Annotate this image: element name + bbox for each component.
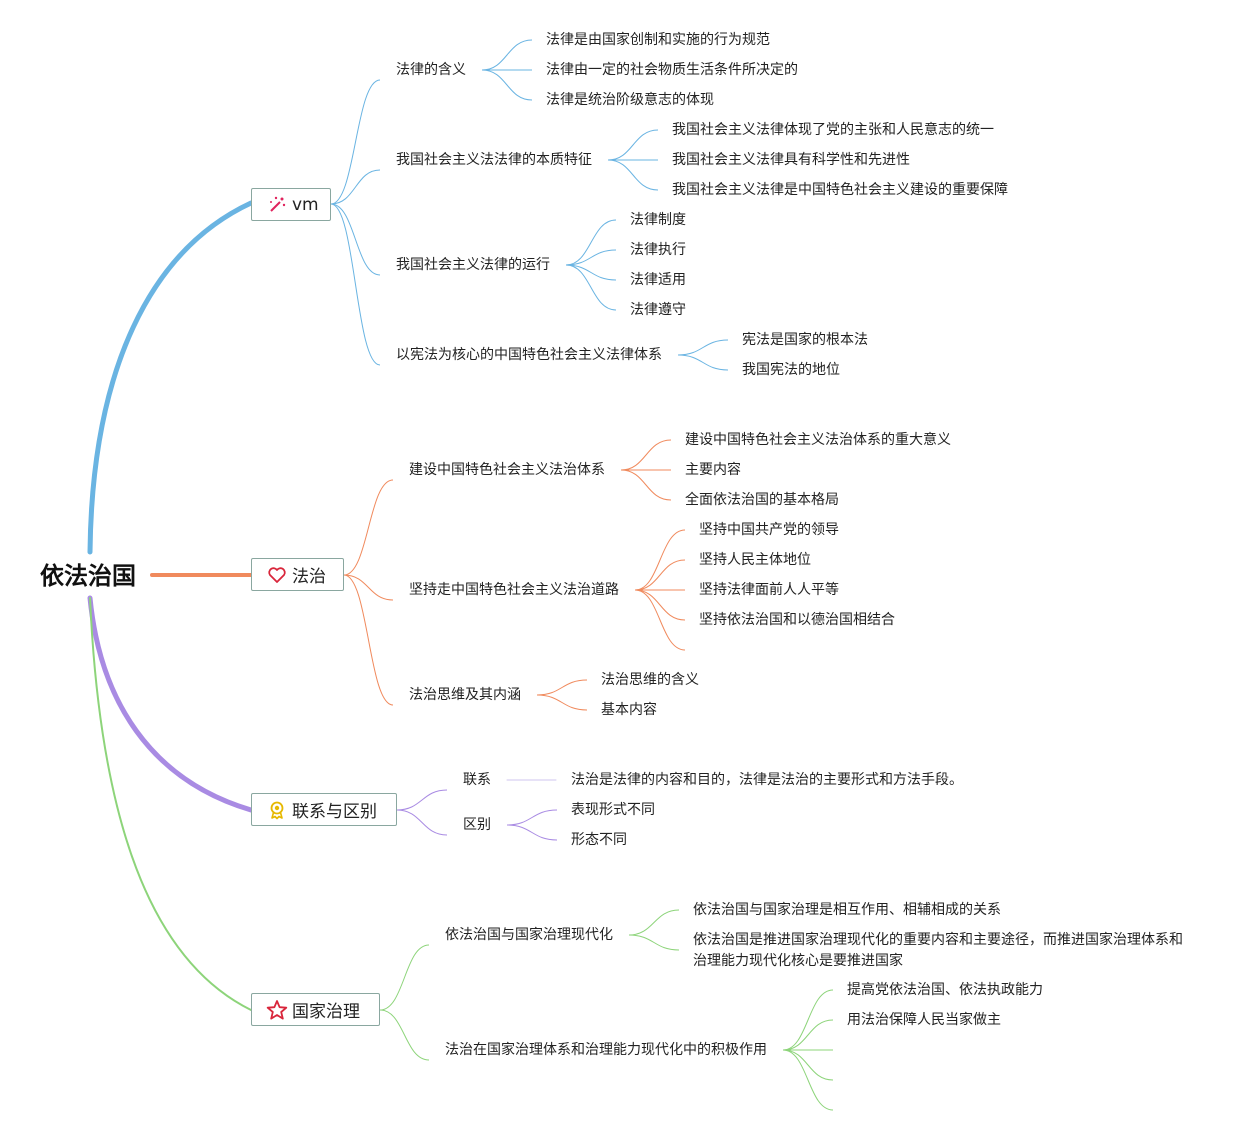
connector (607, 159, 659, 191)
topic-modernization[interactable]: 依法治国与国家治理现代化 (445, 927, 613, 943)
leaf[interactable]: 用法治保障人民当家做主 (847, 1012, 1001, 1028)
connector (782, 989, 834, 1051)
connector (607, 129, 659, 161)
connector (396, 809, 448, 836)
leaf[interactable]: 提高党依法治国、依法执政能力 (847, 982, 1043, 998)
trunk-line (87, 200, 254, 555)
leaf[interactable]: 我国宪法的地位 (742, 362, 840, 378)
branch-label: vm (292, 194, 319, 215)
branch-governance[interactable]: 国家治理 (251, 993, 380, 1026)
trunk-line (89, 597, 252, 1011)
topic-essence[interactable]: 我国社会主义法法律的本质特征 (396, 152, 592, 168)
leaf[interactable]: 依法治国与国家治理是相互作用、相辅相成的关系 (693, 902, 1001, 918)
topic-operation[interactable]: 我国社会主义法律的运行 (396, 257, 550, 273)
connector (506, 824, 558, 841)
connector (634, 559, 686, 591)
connector (565, 219, 617, 266)
connector (330, 169, 381, 205)
trunk-line (87, 595, 254, 813)
branch-label: 国家治理 (292, 1002, 360, 1022)
leaf[interactable]: 我国社会主义法律具有科学性和先进性 (672, 152, 910, 168)
connector (379, 944, 430, 1011)
branch-relation[interactable]: 联系与区别 (251, 793, 397, 826)
leaf[interactable]: 宪法是国家的根本法 (742, 332, 868, 348)
leaf[interactable]: 坚持人民主体地位 (699, 552, 811, 568)
leaf[interactable]: 形态不同 (571, 832, 627, 848)
topic-positive-role[interactable]: 法治在国家治理体系和治理能力现代化中的积极作用 (445, 1042, 767, 1058)
connector (330, 79, 381, 205)
leaf[interactable]: 坚持中国共产党的领导 (699, 522, 839, 538)
connector (782, 1049, 834, 1111)
connector (330, 203, 381, 366)
connector (330, 203, 381, 276)
topic-thinking[interactable]: 法治思维及其内涵 (409, 687, 521, 703)
leaf[interactable]: 基本内容 (601, 702, 657, 718)
leaf[interactable]: 我国社会主义法律是中国特色社会主义建设的重要保障 (672, 182, 1008, 198)
topic-road[interactable]: 坚持走中国特色社会主义法治道路 (409, 582, 619, 598)
connector (782, 1049, 834, 1081)
connector (620, 439, 672, 471)
leaf[interactable]: 坚持法律面前人人平等 (699, 582, 839, 598)
connector (628, 934, 680, 951)
leaf[interactable]: 我国社会主义法律体现了党的主张和人民意志的统一 (672, 122, 994, 138)
branch-vm[interactable]: vm (251, 188, 331, 221)
connector (481, 69, 533, 101)
leaf[interactable]: 依法治国是推进国家治理现代化的重要内容和主要途径，而推进国家治理体系和治理能力现… (693, 932, 1183, 969)
leaf[interactable]: 法律由一定的社会物质生活条件所决定的 (546, 62, 798, 78)
connector (634, 589, 686, 621)
leaf[interactable]: 主要内容 (685, 462, 741, 478)
connector (343, 574, 394, 706)
award-icon (266, 799, 288, 821)
topic-build-system[interactable]: 建设中国特色社会主义法治体系 (409, 462, 605, 478)
leaf[interactable]: 全面依法治国的基本格局 (685, 492, 839, 508)
leaf[interactable]: 法律遵守 (630, 302, 686, 318)
leaf[interactable]: 法治是法律的内容和目的，法律是法治的主要形式和方法手段。 (571, 772, 963, 788)
branch-label: 法治 (292, 567, 326, 587)
star-icon (266, 999, 288, 1021)
connector (565, 264, 617, 311)
topic-law-meaning[interactable]: 法律的含义 (396, 62, 466, 78)
topic-connection[interactable]: 联系 (463, 772, 491, 788)
root-topic[interactable]: 依法治国 (40, 562, 136, 590)
leaf[interactable]: 建设中国特色社会主义法治体系的重大意义 (685, 432, 951, 448)
connector (536, 694, 588, 711)
connector (565, 249, 617, 266)
connector (506, 809, 558, 826)
connector (782, 1019, 834, 1051)
connector (343, 479, 394, 576)
connector (677, 339, 729, 356)
connector (481, 39, 533, 71)
connector (536, 679, 588, 696)
connector (396, 789, 448, 811)
connector (379, 1009, 430, 1061)
connector (620, 469, 672, 501)
connector (343, 574, 394, 601)
heart-icon (266, 564, 288, 586)
connector (634, 529, 686, 591)
leaf[interactable]: 法律执行 (630, 242, 686, 258)
leaf[interactable]: 法律是统治阶级意志的体现 (546, 92, 714, 108)
leaf[interactable]: 法律适用 (630, 272, 686, 288)
branch-rule-of-law[interactable]: 法治 (251, 558, 344, 591)
branch-label: 联系与区别 (292, 802, 377, 822)
topic-legal-system[interactable]: 以宪法为核心的中国特色社会主义法律体系 (396, 347, 662, 363)
topic-difference[interactable]: 区别 (463, 817, 491, 833)
leaf[interactable]: 法律是由国家创制和实施的行为规范 (546, 32, 770, 48)
magic-wand-icon (266, 194, 288, 216)
connector (634, 589, 686, 651)
leaf[interactable]: 坚持依法治国和以德治国相结合 (699, 612, 895, 628)
leaf[interactable]: 表现形式不同 (571, 802, 655, 818)
connector (677, 354, 729, 371)
connector (565, 264, 617, 281)
connector (628, 909, 680, 936)
leaf[interactable]: 法治思维的含义 (601, 672, 699, 688)
leaf[interactable]: 法律制度 (630, 212, 686, 228)
